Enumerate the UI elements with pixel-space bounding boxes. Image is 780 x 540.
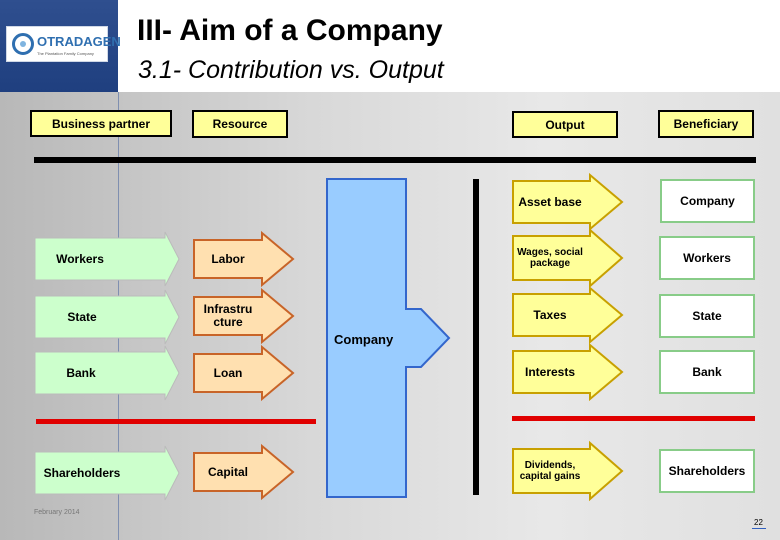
- header-resource: Resource: [192, 110, 288, 138]
- resource-arrow-capital: [193, 443, 295, 501]
- output-arrow-taxes: [512, 285, 624, 345]
- output-label-asset-base: Asset base: [518, 194, 582, 209]
- partner-label-workers: Workers: [56, 252, 104, 266]
- header-beneficiary: Beneficiary: [658, 110, 754, 138]
- slide-subtitle: 3.1- Contribution vs. Output: [138, 56, 444, 84]
- output-label-wages: Wages, social package: [517, 247, 583, 269]
- partner-arrow-state: [34, 289, 180, 345]
- logo-ring-icon: [12, 33, 34, 55]
- header-output: Output: [512, 111, 618, 138]
- page-number: 22: [754, 518, 763, 527]
- output-label-taxes: Taxes: [533, 307, 567, 322]
- output-arrow-interests: [512, 342, 624, 402]
- output-arrow-dividends: [512, 440, 624, 502]
- resource-arrow-labor: [193, 230, 295, 288]
- partner-label-shareholders: Shareholders: [43, 466, 121, 480]
- resource-label-labor: Labor: [211, 251, 245, 266]
- beneficiary-state: State: [659, 294, 755, 338]
- beneficiary-shareholders: Shareholders: [659, 449, 755, 493]
- partner-label-bank: Bank: [66, 366, 96, 380]
- resource-arrow-loan: [193, 344, 295, 402]
- logo-tagline: The Plantation Family Company: [37, 51, 94, 56]
- resource-arrow-infrastructure: [193, 287, 295, 345]
- header-separator: [34, 157, 756, 163]
- separator-right: [512, 416, 755, 421]
- output-divider: [473, 179, 479, 495]
- slide-title: III- Aim of a Company: [137, 14, 443, 47]
- page-number-underline: [752, 528, 766, 529]
- output-arrow-wages: [512, 227, 624, 289]
- header: [0, 0, 780, 92]
- partner-arrow-shareholders: [34, 445, 180, 501]
- header-business-partner: Business partner: [30, 110, 172, 137]
- footer-date: February 2014: [34, 509, 80, 516]
- logo-text: OTRADAGEN: [37, 34, 121, 49]
- output-arrow-asset-base: [512, 172, 624, 232]
- resource-label-infrastructure: Infrastru cture: [203, 302, 253, 329]
- separator-left: [36, 419, 316, 424]
- partner-arrow-bank: [34, 345, 180, 401]
- partner-label-state: State: [67, 310, 97, 324]
- beneficiary-workers: Workers: [659, 236, 755, 280]
- beneficiary-company: Company: [660, 179, 755, 223]
- output-label-interests: Interests: [524, 364, 576, 379]
- company-block-arrow: [326, 178, 451, 498]
- output-label-dividends: Dividends, capital gains: [519, 460, 581, 482]
- company-logo: OTRADAGEN The Plantation Family Company: [6, 26, 121, 62]
- resource-label-capital: Capital: [207, 464, 248, 479]
- resource-label-loan: Loan: [213, 365, 243, 380]
- company-label: Company: [334, 332, 394, 347]
- beneficiary-bank: Bank: [659, 350, 755, 394]
- partner-arrow-workers: [34, 231, 180, 287]
